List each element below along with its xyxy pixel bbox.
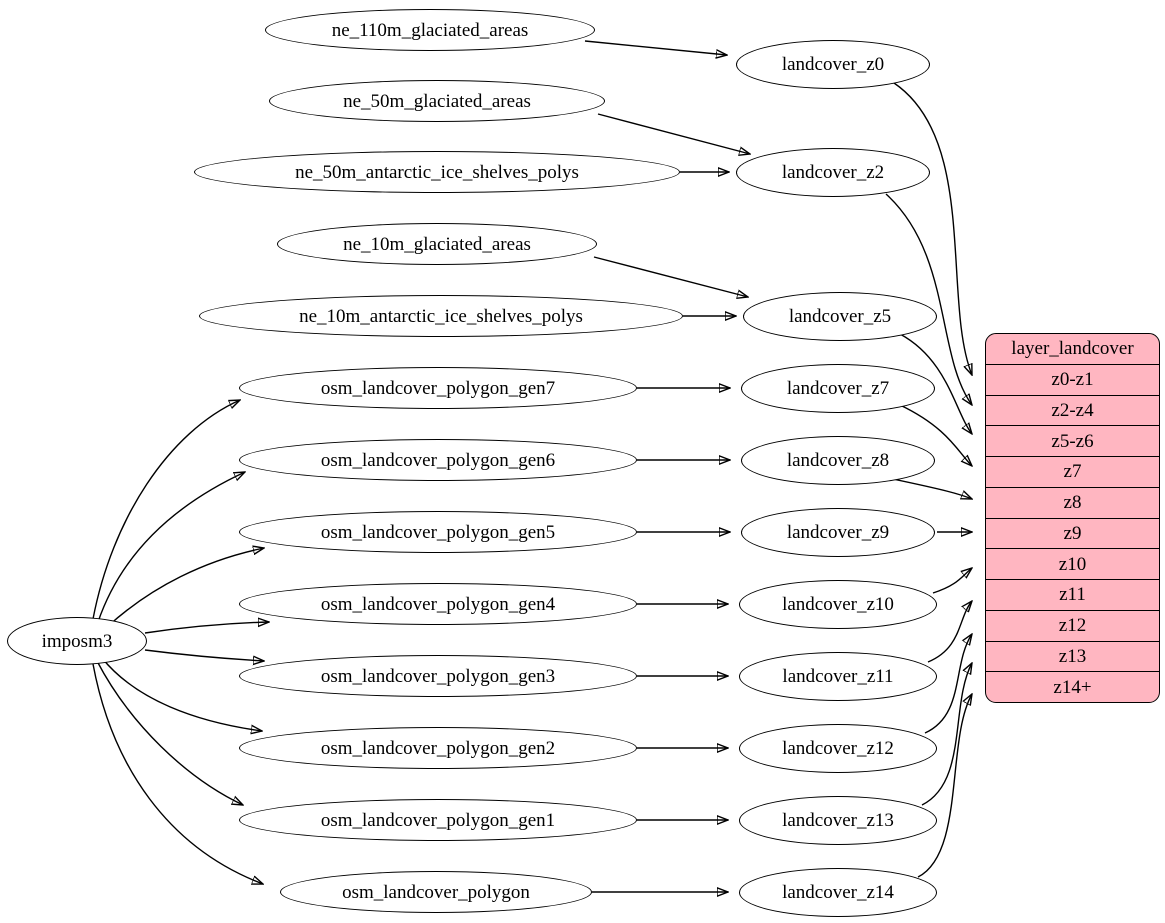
table-row-z12: z12 (986, 609, 1159, 641)
edge-imposm3-to-osm-landcover-polygon (92, 663, 263, 884)
table-row-z7: z7 (986, 456, 1159, 487)
edge-imposm3-to-osm-landcover-polygon-gen3 (144, 649, 264, 661)
table-row-z2-z4: z2-z4 (986, 394, 1159, 426)
table-header-layer-landcover: layer_landcover (1011, 338, 1134, 360)
edge-landcover-z0-to-row-z0-z1 (893, 82, 972, 375)
edge-landcover-z7-to-row-z7 (899, 404, 972, 466)
edge-ne-50m-glaciated-areas-to-landcover-z2 (597, 113, 750, 154)
node-osm-landcover-polygon-gen4: osm_landcover_polygon_gen4 (239, 583, 637, 625)
edge-landcover-z5-to-row-z5-z6 (899, 333, 972, 434)
node-osm-landcover-polygon: osm_landcover_polygon (280, 871, 592, 913)
node-landcover-z11: landcover_z11 (739, 652, 937, 701)
edge-landcover-z14-to-row-z14plus (917, 694, 972, 878)
node-ne-110m-glaciated-areas: ne_110m_glaciated_areas (265, 9, 595, 51)
node-landcover-z5: landcover_z5 (743, 292, 937, 341)
node-landcover-z9: landcover_z9 (741, 508, 935, 557)
edge-imposm3-to-osm-landcover-polygon-gen4 (144, 622, 269, 634)
node-osm-landcover-polygon-gen2: osm_landcover_polygon_gen2 (239, 727, 637, 769)
edge-imposm3-to-osm-landcover-polygon-gen1 (96, 660, 243, 805)
node-landcover-z14: landcover_z14 (739, 868, 937, 917)
node-osm-landcover-polygon-gen7: osm_landcover_polygon_gen7 (239, 367, 637, 409)
table-row-z14plus: z14+ (986, 671, 1159, 702)
node-landcover-z7: landcover_z7 (741, 364, 935, 413)
edge-landcover-z8-to-row-z8 (887, 477, 972, 499)
node-landcover-z8: landcover_z8 (741, 436, 935, 485)
edge-landcover-z2-to-row-z2-z4 (885, 193, 972, 405)
table-row-z0-z1: z0-z1 (986, 363, 1159, 395)
edge-landcover-z13-to-row-z13 (921, 663, 972, 806)
node-osm-landcover-polygon-gen5: osm_landcover_polygon_gen5 (239, 511, 637, 553)
node-landcover-z12: landcover_z12 (739, 724, 937, 773)
edge-imposm3-to-osm-landcover-polygon-gen7 (92, 400, 240, 620)
edge-imposm3-to-osm-landcover-polygon-gen2 (101, 657, 262, 731)
table-row-z13: z13 (986, 640, 1159, 672)
node-ne-10m-antarctic-ice-shelves-polys: ne_10m_antarctic_ice_shelves_polys (199, 295, 683, 337)
table-row-z10: z10 (986, 548, 1159, 579)
node-ne-10m-glaciated-areas: ne_10m_glaciated_areas (277, 223, 597, 265)
edge-ne-10m-glaciated-areas-to-landcover-z5 (593, 256, 748, 297)
table-row-z8: z8 (986, 486, 1159, 518)
edge-landcover-z12-to-row-z12 (924, 634, 972, 734)
table-row-z5-z6: z5-z6 (986, 425, 1159, 456)
node-osm-landcover-polygon-gen3: osm_landcover_polygon_gen3 (239, 655, 637, 697)
node-ne-50m-antarctic-ice-shelves-polys: ne_50m_antarctic_ice_shelves_polys (194, 151, 680, 193)
node-osm-landcover-polygon-gen6: osm_landcover_polygon_gen6 (239, 439, 637, 481)
node-landcover-z13: landcover_z13 (739, 796, 937, 845)
node-osm-landcover-polygon-gen1: osm_landcover_polygon_gen1 (239, 799, 637, 841)
node-landcover-z10: landcover_z10 (739, 580, 937, 629)
table-layer-landcover: layer_landcover z0-z1 z2-z4 z5-z6 z7 z8 … (985, 333, 1160, 703)
edge-ne-110m-glaciated-areas-to-landcover-z0 (584, 40, 727, 55)
edge-landcover-z10-to-row-z10 (932, 568, 972, 594)
node-imposm3: imposm3 (7, 617, 147, 665)
edge-imposm3-to-osm-landcover-polygon-gen5 (106, 548, 264, 628)
edge-landcover-z11-to-row-z11 (927, 601, 972, 663)
node-landcover-z2: landcover_z2 (736, 148, 930, 197)
table-row-z9: z9 (986, 517, 1159, 549)
edge-imposm3-to-osm-landcover-polygon-gen6 (97, 472, 245, 623)
node-landcover-z0: landcover_z0 (736, 40, 930, 89)
table-row-z11: z11 (986, 579, 1159, 610)
node-ne-50m-glaciated-areas: ne_50m_glaciated_areas (269, 80, 605, 122)
